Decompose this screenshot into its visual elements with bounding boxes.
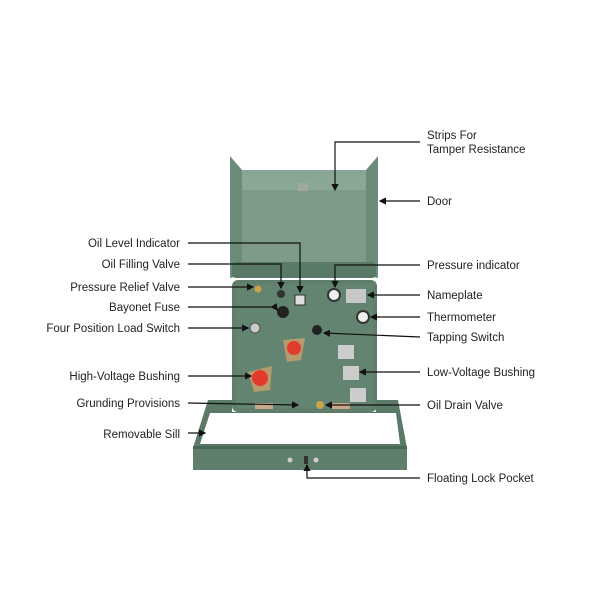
label-strips-line2: Tamper Resistance [427,144,525,156]
pressure-relief-valve [254,285,262,293]
label-floating-lock-pocket: Floating Lock Pocket [427,473,535,485]
label-strips-line1: Strips For [427,130,477,142]
oil-drain-valve [316,401,324,409]
label-bayonet-fuse: Bayonet Fuse [109,302,180,314]
oil-filling-valve [277,290,285,298]
label-four-position-load-switch: Four Position Load Switch [46,323,180,335]
label-thermometer: Thermometer [427,312,496,324]
label-nameplate: Nameplate [427,290,483,302]
label-pressure-indicator: Pressure indicator [427,260,520,272]
label-pressure-relief-valve: Pressure Relief Valve [70,282,180,294]
thermometer [356,310,370,324]
label-grounding-provisions: Grunding Provisions [76,398,180,410]
load-switch [249,322,261,334]
nameplate [346,289,366,303]
label-low-voltage-bushing: Low-Voltage Bushing [427,367,535,379]
label-high-voltage-bushing: High-Voltage Bushing [69,371,180,383]
label-tapping-switch: Tapping Switch [427,332,504,344]
lv-bushing-3 [350,388,366,402]
tapping-switch [312,325,322,335]
tamper-strip [298,183,308,191]
label-oil-filling-valve: Oil Filling Valve [102,259,180,271]
label-oil-drain-valve: Oil Drain Valve [427,400,503,412]
grounding-pad [255,403,273,409]
label-door: Door [427,196,452,208]
lock-pocket [304,456,308,464]
oil-level-indicator [294,294,306,306]
left-leaders [187,242,304,437]
right-leaders [303,141,421,479]
label-removable-sill: Removable Sill [103,429,180,441]
door [230,156,378,278]
bayonet-fuse [277,306,289,318]
lv-bushing-1 [338,345,354,359]
cabinet-body [232,280,377,412]
lv-bushing-2 [343,366,359,380]
pressure-indicator [327,288,341,302]
removable-sill [193,400,407,470]
label-oil-level-indicator: Oil Level Indicator [88,238,180,250]
